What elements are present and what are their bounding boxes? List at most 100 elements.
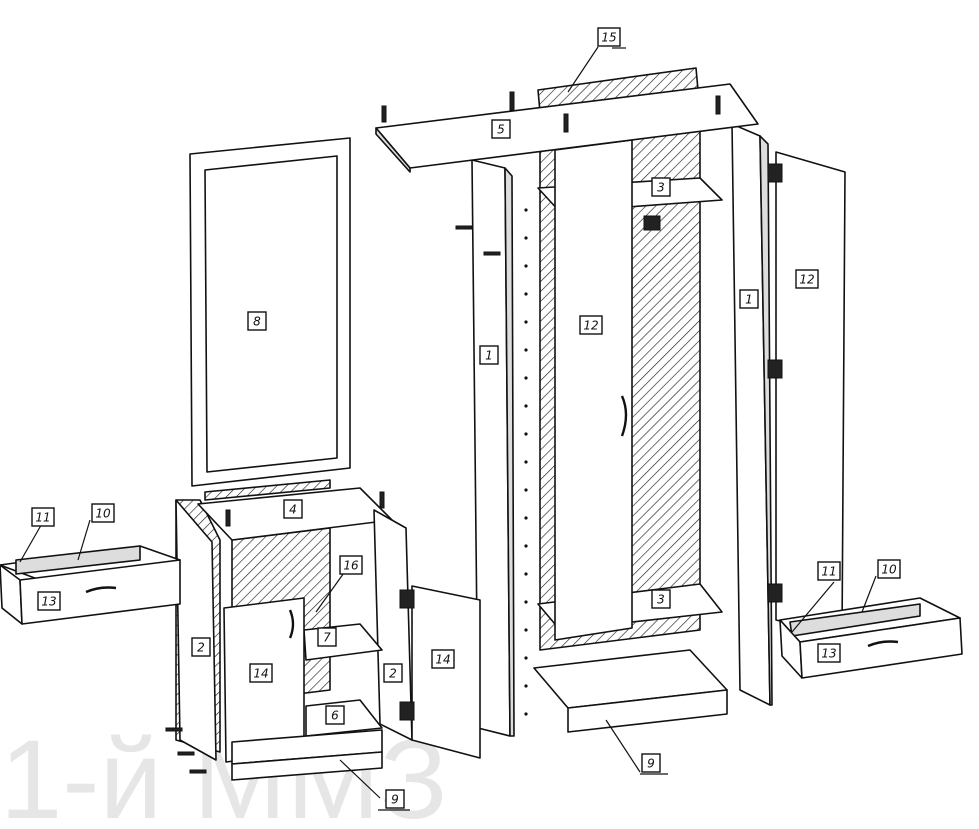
drawer-left-handle (85, 586, 117, 594)
part-label-number: 9 (391, 793, 399, 807)
screw-icon (379, 491, 385, 509)
pin-hole (524, 208, 528, 212)
screw-icon (483, 251, 501, 256)
pin-hole (524, 684, 528, 688)
part-label-number: 2 (197, 641, 205, 655)
hardware (165, 91, 783, 774)
part-label-number: 3 (657, 593, 665, 607)
hinge-icon (767, 359, 783, 379)
part-label-box (431, 649, 455, 669)
part-label-box (795, 269, 819, 289)
part-label-12: 12 (795, 269, 819, 289)
screw-icon (715, 95, 721, 115)
part-label-13: 13 (817, 643, 841, 663)
side-panel-left-edge (504, 167, 515, 737)
pin-hole (524, 712, 528, 716)
part-label-number: 10 (881, 563, 897, 577)
part-label-number: 10 (95, 507, 111, 521)
part-label-number: 12 (583, 319, 598, 333)
cabinet-side-left (175, 499, 217, 761)
part-label-box (817, 561, 841, 581)
part-label-9: 9 (385, 789, 405, 809)
drawer-right-handle (867, 640, 899, 648)
part-label-10: 10 (877, 559, 901, 579)
pin-hole (524, 348, 528, 352)
side-panel-right-edge (759, 135, 773, 706)
part-label-box (651, 589, 671, 609)
hinge-icon (399, 589, 415, 609)
cabinet-shelf (303, 623, 383, 661)
part-label-number: 8 (253, 315, 261, 329)
part-label-2: 2 (191, 637, 211, 657)
part-label-number: 14 (435, 653, 450, 667)
part-label-box (191, 637, 211, 657)
part-label-number: 7 (323, 631, 331, 645)
pin-hole (524, 264, 528, 268)
part-label-box (579, 315, 603, 335)
pin-hole (524, 376, 528, 380)
hinge-icon (767, 583, 783, 603)
hinge-icon (399, 701, 415, 721)
cabinet-top-strip (204, 479, 331, 501)
top-panel-edge (375, 127, 411, 173)
screw-icon (165, 727, 183, 732)
part-label-4: 4 (283, 499, 303, 519)
part-label-number: 6 (331, 709, 339, 723)
part-label-number: 12 (799, 273, 814, 287)
part-label-box (491, 119, 511, 139)
part-label-14: 14 (249, 663, 273, 683)
part-label-7: 7 (317, 627, 337, 647)
screw-icon (177, 751, 195, 756)
part-label-number: 2 (389, 667, 397, 681)
part-label-9: 9 (641, 753, 661, 773)
part-label-number: 1 (485, 349, 493, 363)
part-label-box (325, 705, 345, 725)
part-label-number: 13 (821, 647, 836, 661)
part-label-number: 11 (821, 565, 836, 579)
shelf-pin-holes (524, 208, 528, 716)
part-label-11: 11 (31, 507, 55, 527)
part-label-3: 3 (651, 589, 671, 609)
part-label-number: 15 (601, 31, 616, 45)
part-label-5: 5 (491, 119, 511, 139)
part-label-number: 4 (289, 503, 297, 517)
pin-hole (524, 404, 528, 408)
part-label-box (597, 27, 621, 47)
plinth-front-right (567, 689, 728, 733)
pin-hole (524, 600, 528, 604)
part-label-box (317, 627, 337, 647)
part-label-box (641, 753, 661, 773)
cabinet-door-right (411, 585, 481, 759)
pin-hole (524, 656, 528, 660)
part-label-box (339, 555, 363, 575)
part-label-number: 13 (41, 595, 56, 609)
part-label-box (479, 345, 499, 365)
part-label-number: 9 (647, 757, 655, 771)
part-label-box (739, 289, 759, 309)
pin-hole (524, 236, 528, 240)
part-label-15: 15 (597, 27, 621, 47)
screw-icon (563, 113, 569, 133)
screw-icon (189, 769, 207, 774)
door-handle-center (620, 395, 628, 437)
pin-hole (524, 516, 528, 520)
plinth-front-left (231, 751, 383, 781)
part-label-1: 1 (479, 345, 499, 365)
part-label-box (37, 591, 61, 611)
part-label-number: 1 (745, 293, 753, 307)
screw-icon (509, 91, 515, 111)
leader-lines (19, 46, 877, 811)
part-label-16: 16 (339, 555, 363, 575)
pin-hole (524, 544, 528, 548)
part-label-number: 16 (343, 559, 359, 573)
part-label-1: 1 (739, 289, 759, 309)
part-label-11: 11 (817, 561, 841, 581)
pin-hole (524, 628, 528, 632)
part-label-box (247, 311, 267, 331)
pin-hole (524, 320, 528, 324)
pin-hole (524, 432, 528, 436)
part-label-box (651, 177, 671, 197)
door-handle-left (288, 609, 295, 639)
screw-icon (381, 105, 387, 123)
